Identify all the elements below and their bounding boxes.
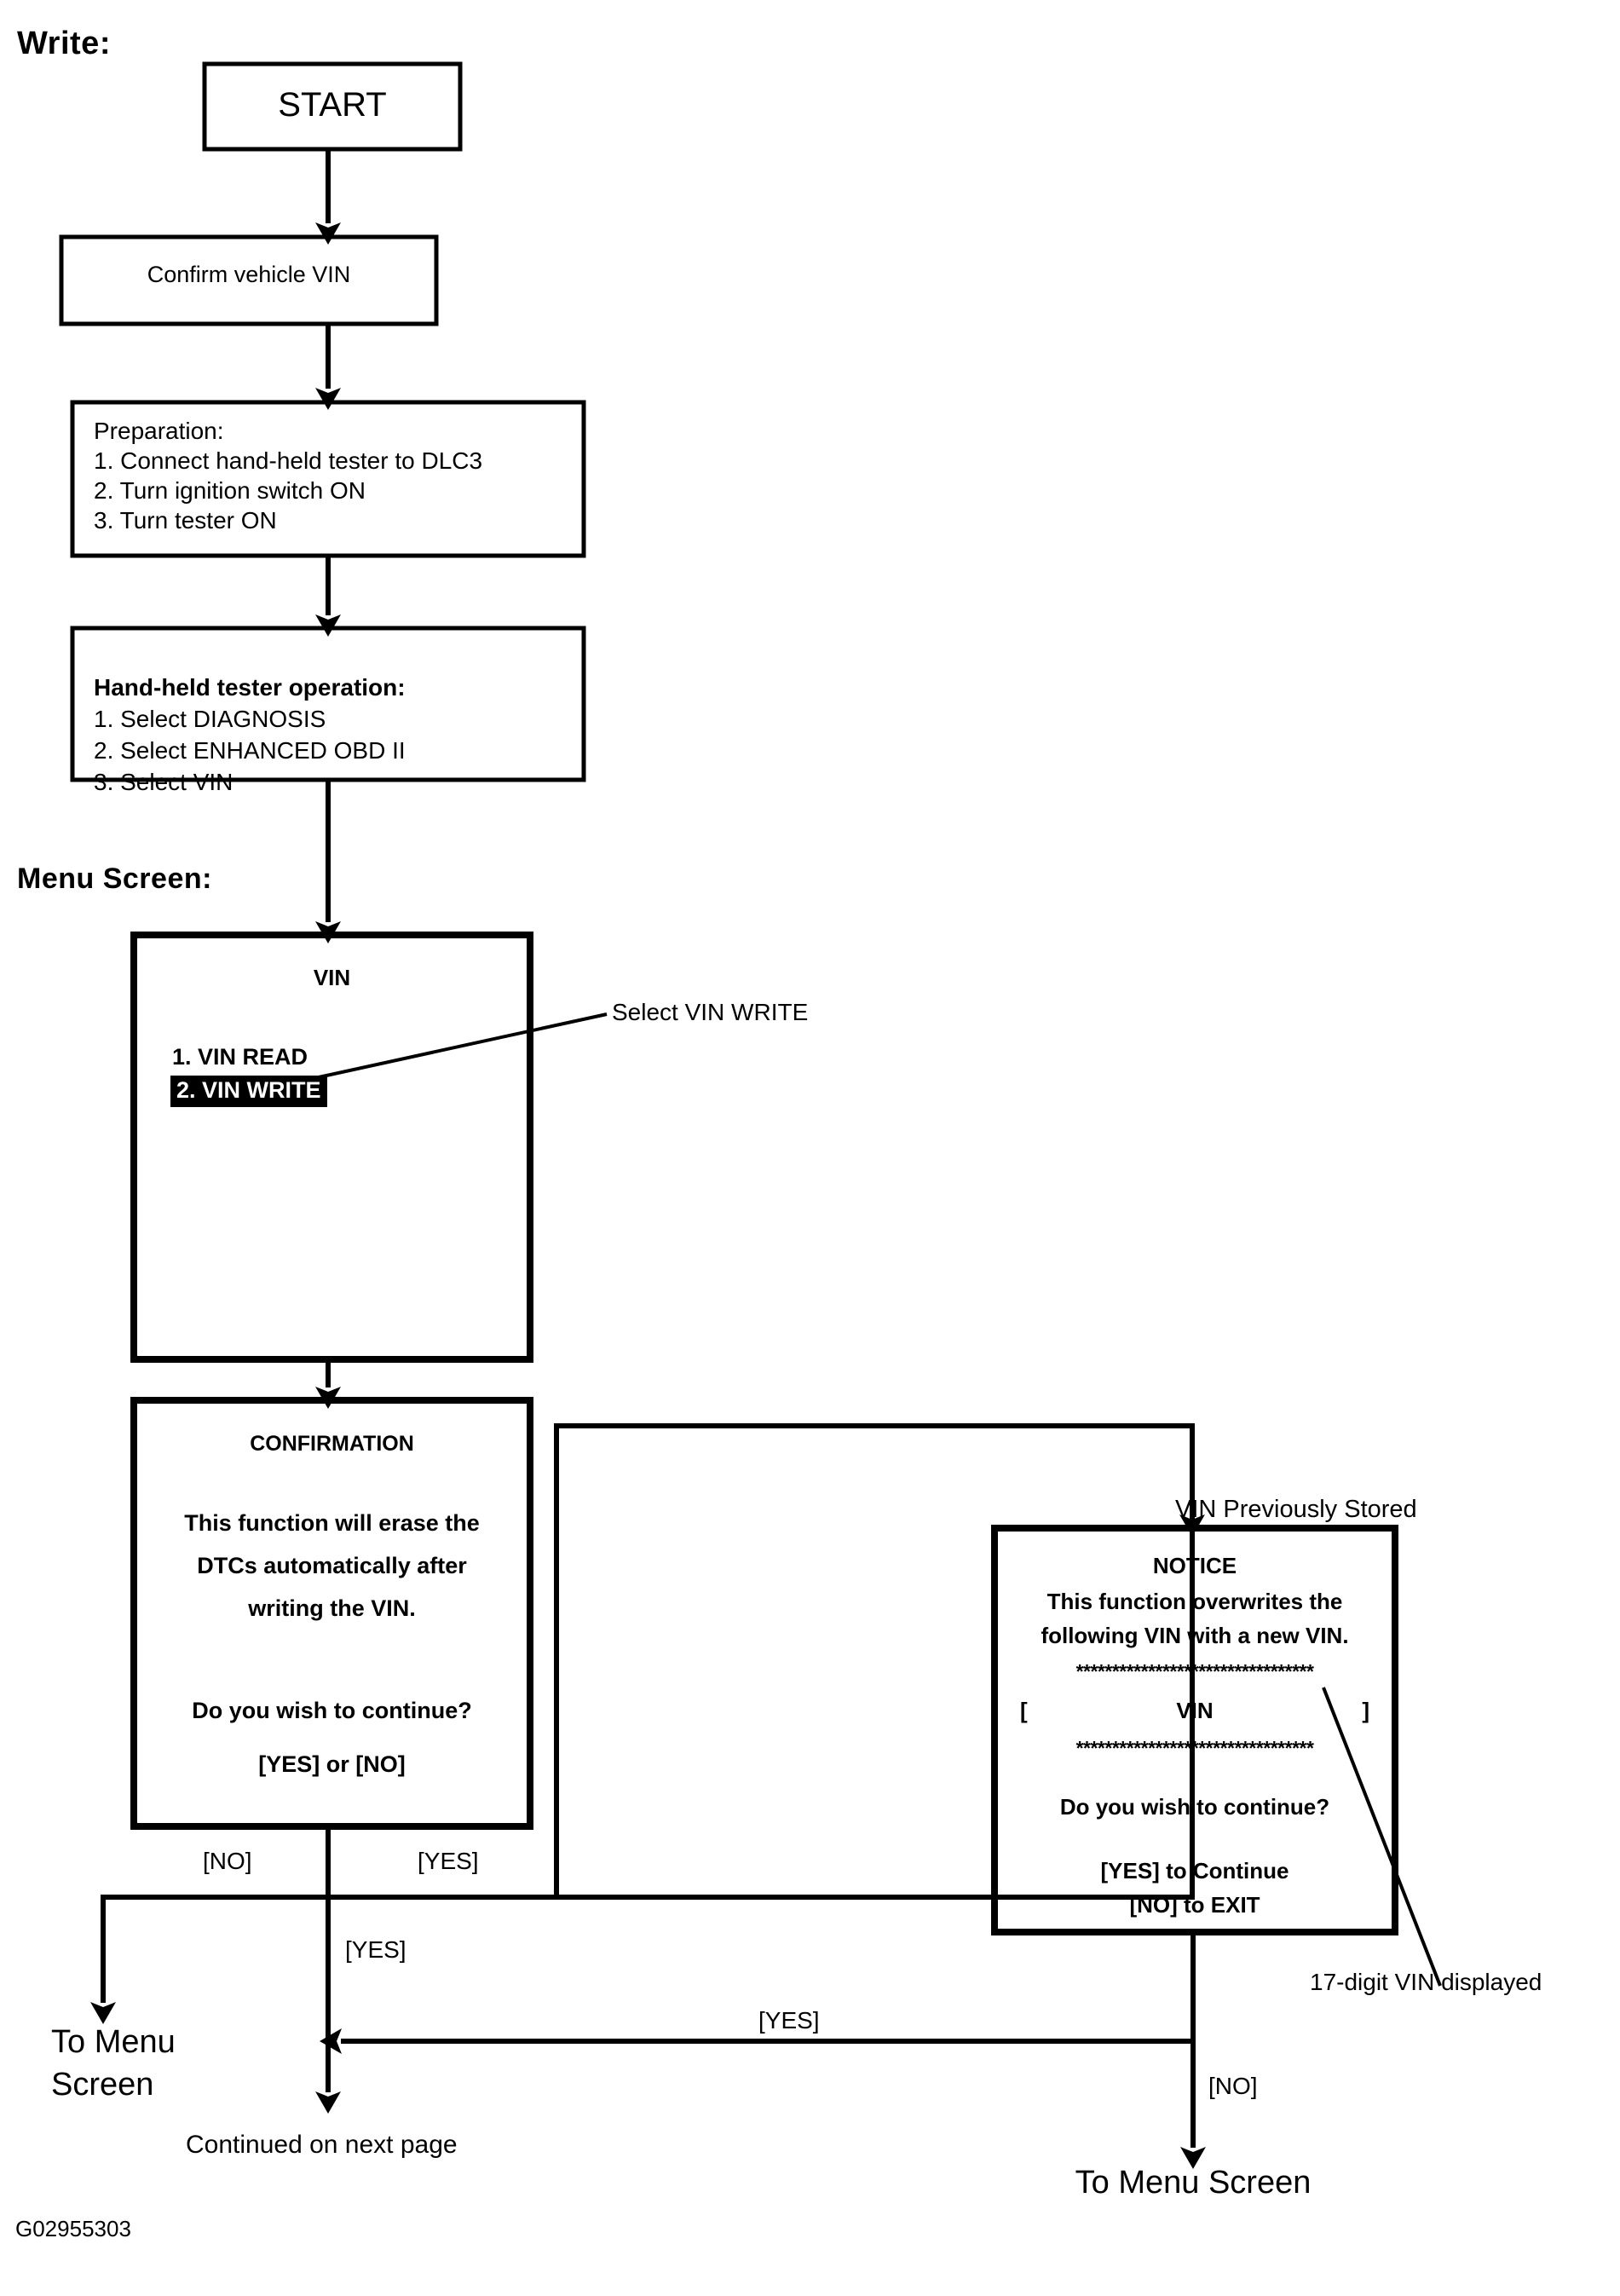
notice-line-2: following VIN with a new VIN. [1041, 1623, 1349, 1648]
page-title: Write: [17, 26, 111, 61]
terminal-to-menu-screen-left-line2: Screen [51, 2067, 154, 2103]
confirmation-line-1: This function will erase the [184, 1510, 480, 1536]
confirmation-title: CONFIRMATION [250, 1432, 414, 1456]
notice-vin-placeholder: VIN [1176, 1698, 1214, 1723]
node-confirmation-box [130, 1397, 533, 1830]
tester-operation-step-2: 2. Select ENHANCED OBD II [94, 737, 406, 764]
notice-rule-top: ********************************* [1075, 1660, 1314, 1682]
notice-bracket-close: ] [1362, 1698, 1369, 1723]
vin-menu-item-vin-read[interactable]: 1. VIN READ [172, 1044, 308, 1070]
figure-id: G02955303 [15, 2216, 131, 2241]
confirmation-question: Do you wish to continue? [192, 1698, 472, 1723]
notice-line-1: This function overwrites the [1046, 1589, 1343, 1614]
annotation-vin-previously-stored: VIN Previously Stored [1175, 1496, 1417, 1523]
notice-option-no: [NO] to EXIT [1129, 1892, 1260, 1918]
node-tester-operation: Hand-held tester operation: 1. Select DI… [94, 672, 579, 798]
node-confirm-vin-box [59, 234, 439, 326]
node-start-label: START [278, 86, 387, 124]
edge-label-confirmation-yes-top: [YES] [418, 1848, 479, 1874]
vin-menu-item-vin-write-label: 2. VIN WRITE [170, 1076, 327, 1107]
node-start-box [202, 61, 463, 152]
edge-label-notice-no: [NO] [1208, 2073, 1258, 2099]
notice-option-yes: [YES] to Continue [1100, 1858, 1289, 1884]
terminal-to-menu-screen-right: To Menu Screen [1075, 2165, 1312, 2201]
edge-label-notice-yes: [YES] [758, 2007, 820, 2034]
preparation-heading: Preparation: [94, 418, 224, 444]
vin-menu-title: VIN [313, 965, 351, 990]
notice-title: NOTICE [1152, 1553, 1237, 1578]
preparation-step-2: 2. Turn ignition switch ON [94, 477, 366, 504]
tester-operation-step-3: 3. Select VIN [94, 769, 233, 795]
edge-label-confirmation-yes-down: [YES] [345, 1936, 406, 1963]
annotation-select-vin-write: Select VIN WRITE [612, 999, 809, 1025]
node-confirm-vin-label: Confirm vehicle VIN [147, 262, 351, 287]
notice-vin-row: [ VIN ] [1020, 1698, 1369, 1724]
preparation-step-3: 3. Turn tester ON [94, 507, 277, 534]
tester-operation-heading: Hand-held tester operation: [94, 674, 406, 701]
notice-rule-bottom: ********************************* [1075, 1737, 1314, 1759]
node-tester-operation-box [70, 626, 586, 782]
notice-question: Do you wish to continue? [1059, 1794, 1330, 1820]
terminal-continued-next-page: Continued on next page [186, 2131, 458, 2159]
edge-label-confirmation-no: [NO] [203, 1848, 252, 1874]
confirmation-options: [YES] or [NO] [258, 1751, 406, 1777]
leader-17-digit-vin [1322, 1687, 1442, 1987]
notice-bracket-open: [ [1020, 1698, 1028, 1723]
annotation-17-digit-vin: 17-digit VIN displayed [1310, 1969, 1542, 1995]
tester-operation-step-1: 1. Select DIAGNOSIS [94, 706, 326, 732]
menu-screen-label: Menu Screen: [17, 862, 212, 895]
terminal-to-menu-screen-left-line1: To Menu [51, 2024, 176, 2060]
node-preparation: Preparation: 1. Connect hand-held tester… [94, 416, 579, 535]
node-vin-menu-box [130, 932, 533, 1363]
vin-menu-item-vin-write[interactable]: 2. VIN WRITE [170, 1076, 327, 1107]
confirmation-line-2: DTCs automatically after [197, 1553, 467, 1578]
confirmation-line-3: writing the VIN. [248, 1595, 416, 1621]
preparation-step-1: 1. Connect hand-held tester to DLC3 [94, 447, 483, 474]
